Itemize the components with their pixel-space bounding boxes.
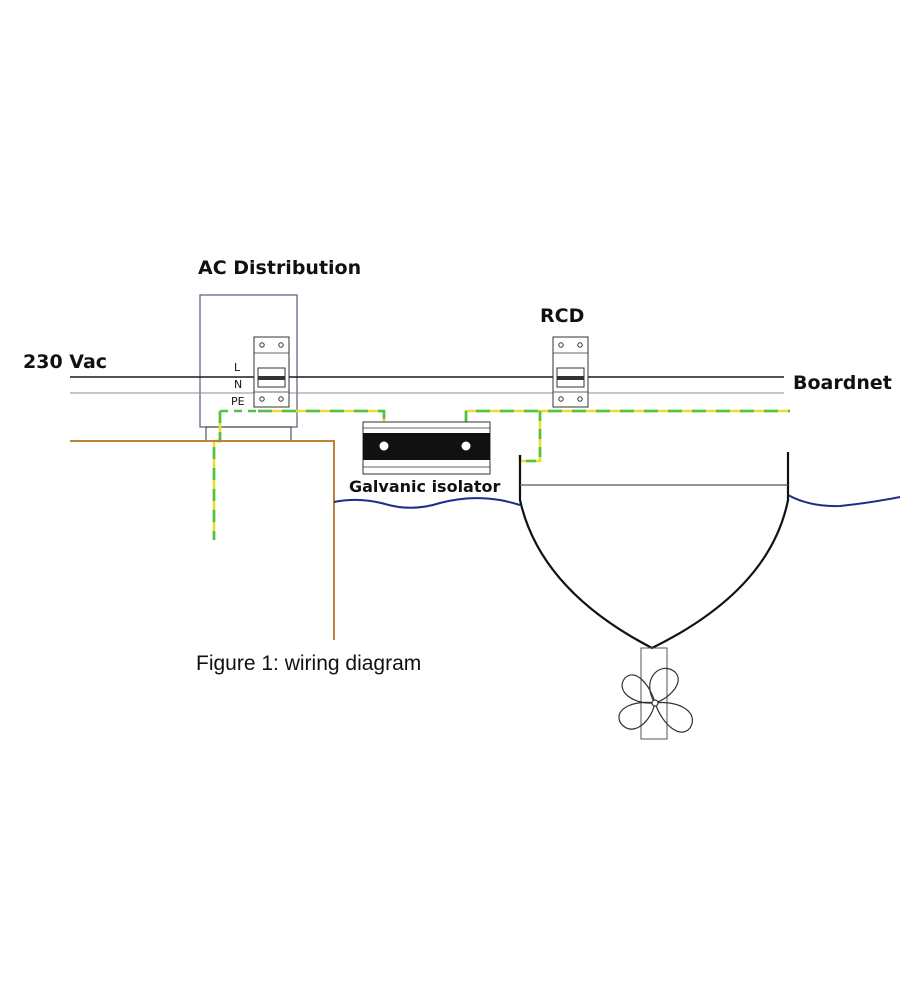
- earth-conductor: [212, 409, 790, 540]
- ac-distribution-label: AC Distribution: [198, 257, 361, 279]
- rcd-label: RCD: [540, 305, 584, 327]
- boardnet-label: Boardnet: [793, 372, 892, 394]
- terminal-pe-label: PE: [231, 395, 245, 408]
- rcd-device: [552, 336, 589, 408]
- galvanic-isolator-label: Galvanic isolator: [349, 477, 500, 496]
- water-line-right: [787, 494, 901, 508]
- main-breaker: [253, 336, 290, 408]
- figure-caption: Figure 1: wiring diagram: [196, 652, 421, 675]
- boat-hull: [518, 452, 790, 650]
- galvanic-isolator: [362, 421, 491, 475]
- shore-earth-conductor: [70, 440, 335, 640]
- propeller-shaft: [640, 647, 668, 740]
- propeller-icon: [618, 667, 693, 733]
- water-line: [333, 497, 521, 509]
- supply-label: 230 Vac: [23, 351, 107, 373]
- terminal-l-label: L: [234, 361, 241, 374]
- terminal-n-label: N: [234, 378, 242, 391]
